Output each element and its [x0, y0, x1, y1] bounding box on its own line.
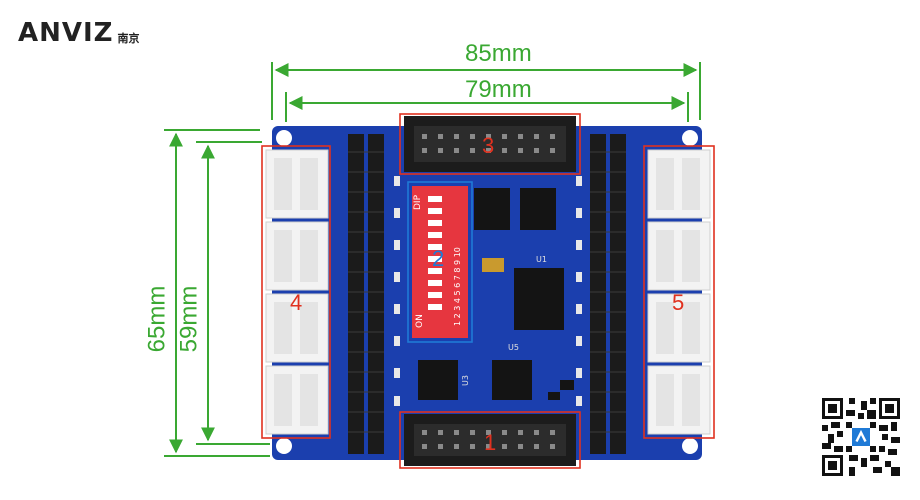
leds	[394, 176, 582, 406]
callout-number-1: 1	[484, 430, 497, 455]
callout-number-3: 3	[482, 133, 495, 158]
brand-sub: 南京	[117, 32, 140, 45]
crystal	[482, 258, 504, 272]
silk-u5: U5	[508, 343, 519, 352]
dimension-inner-width: 79mm	[465, 76, 532, 103]
silk-u3: U3	[461, 375, 470, 386]
pcb-board	[272, 126, 702, 460]
transistor	[560, 380, 574, 390]
right-component-column	[590, 134, 626, 454]
brand-logo: ANVIZ 南京	[18, 20, 140, 46]
brand-name: ANVIZ	[18, 18, 114, 48]
mount-hole	[276, 130, 292, 146]
mount-hole	[276, 438, 292, 454]
dimension-outer-height: 65mm	[143, 285, 171, 353]
dip-numbers: 1 2 3 4 5 6 7 8 9 10	[453, 247, 462, 326]
dimension-inner-height: 59mm	[175, 285, 203, 353]
mount-hole	[682, 130, 698, 146]
left-connectors	[265, 149, 329, 435]
callout-number-2: 2	[432, 246, 445, 271]
dimension-lines	[164, 62, 701, 457]
callout-box-4	[261, 145, 331, 439]
qr-code	[822, 398, 900, 476]
ics	[418, 188, 564, 400]
left-component-column	[348, 134, 384, 454]
dip-levers	[428, 196, 442, 310]
callout-box-3	[399, 113, 581, 175]
silk-u1: U1	[536, 255, 547, 264]
right-component-divs	[590, 151, 626, 433]
callout-box-1	[399, 411, 581, 469]
callout-box-5	[643, 145, 715, 439]
dip-title: DIP	[413, 194, 423, 210]
mount-hole	[682, 438, 698, 454]
dip-on-label: ON	[415, 314, 425, 328]
right-connectors	[647, 149, 711, 435]
callout-number-5: 5	[672, 290, 685, 315]
small-part	[548, 392, 560, 400]
dimension-outer-width: 85mm	[465, 40, 532, 67]
left-component-divs	[348, 151, 384, 433]
callout-box-2	[407, 181, 473, 343]
callout-boxes	[261, 113, 715, 469]
callout-number-4: 4	[290, 290, 303, 315]
